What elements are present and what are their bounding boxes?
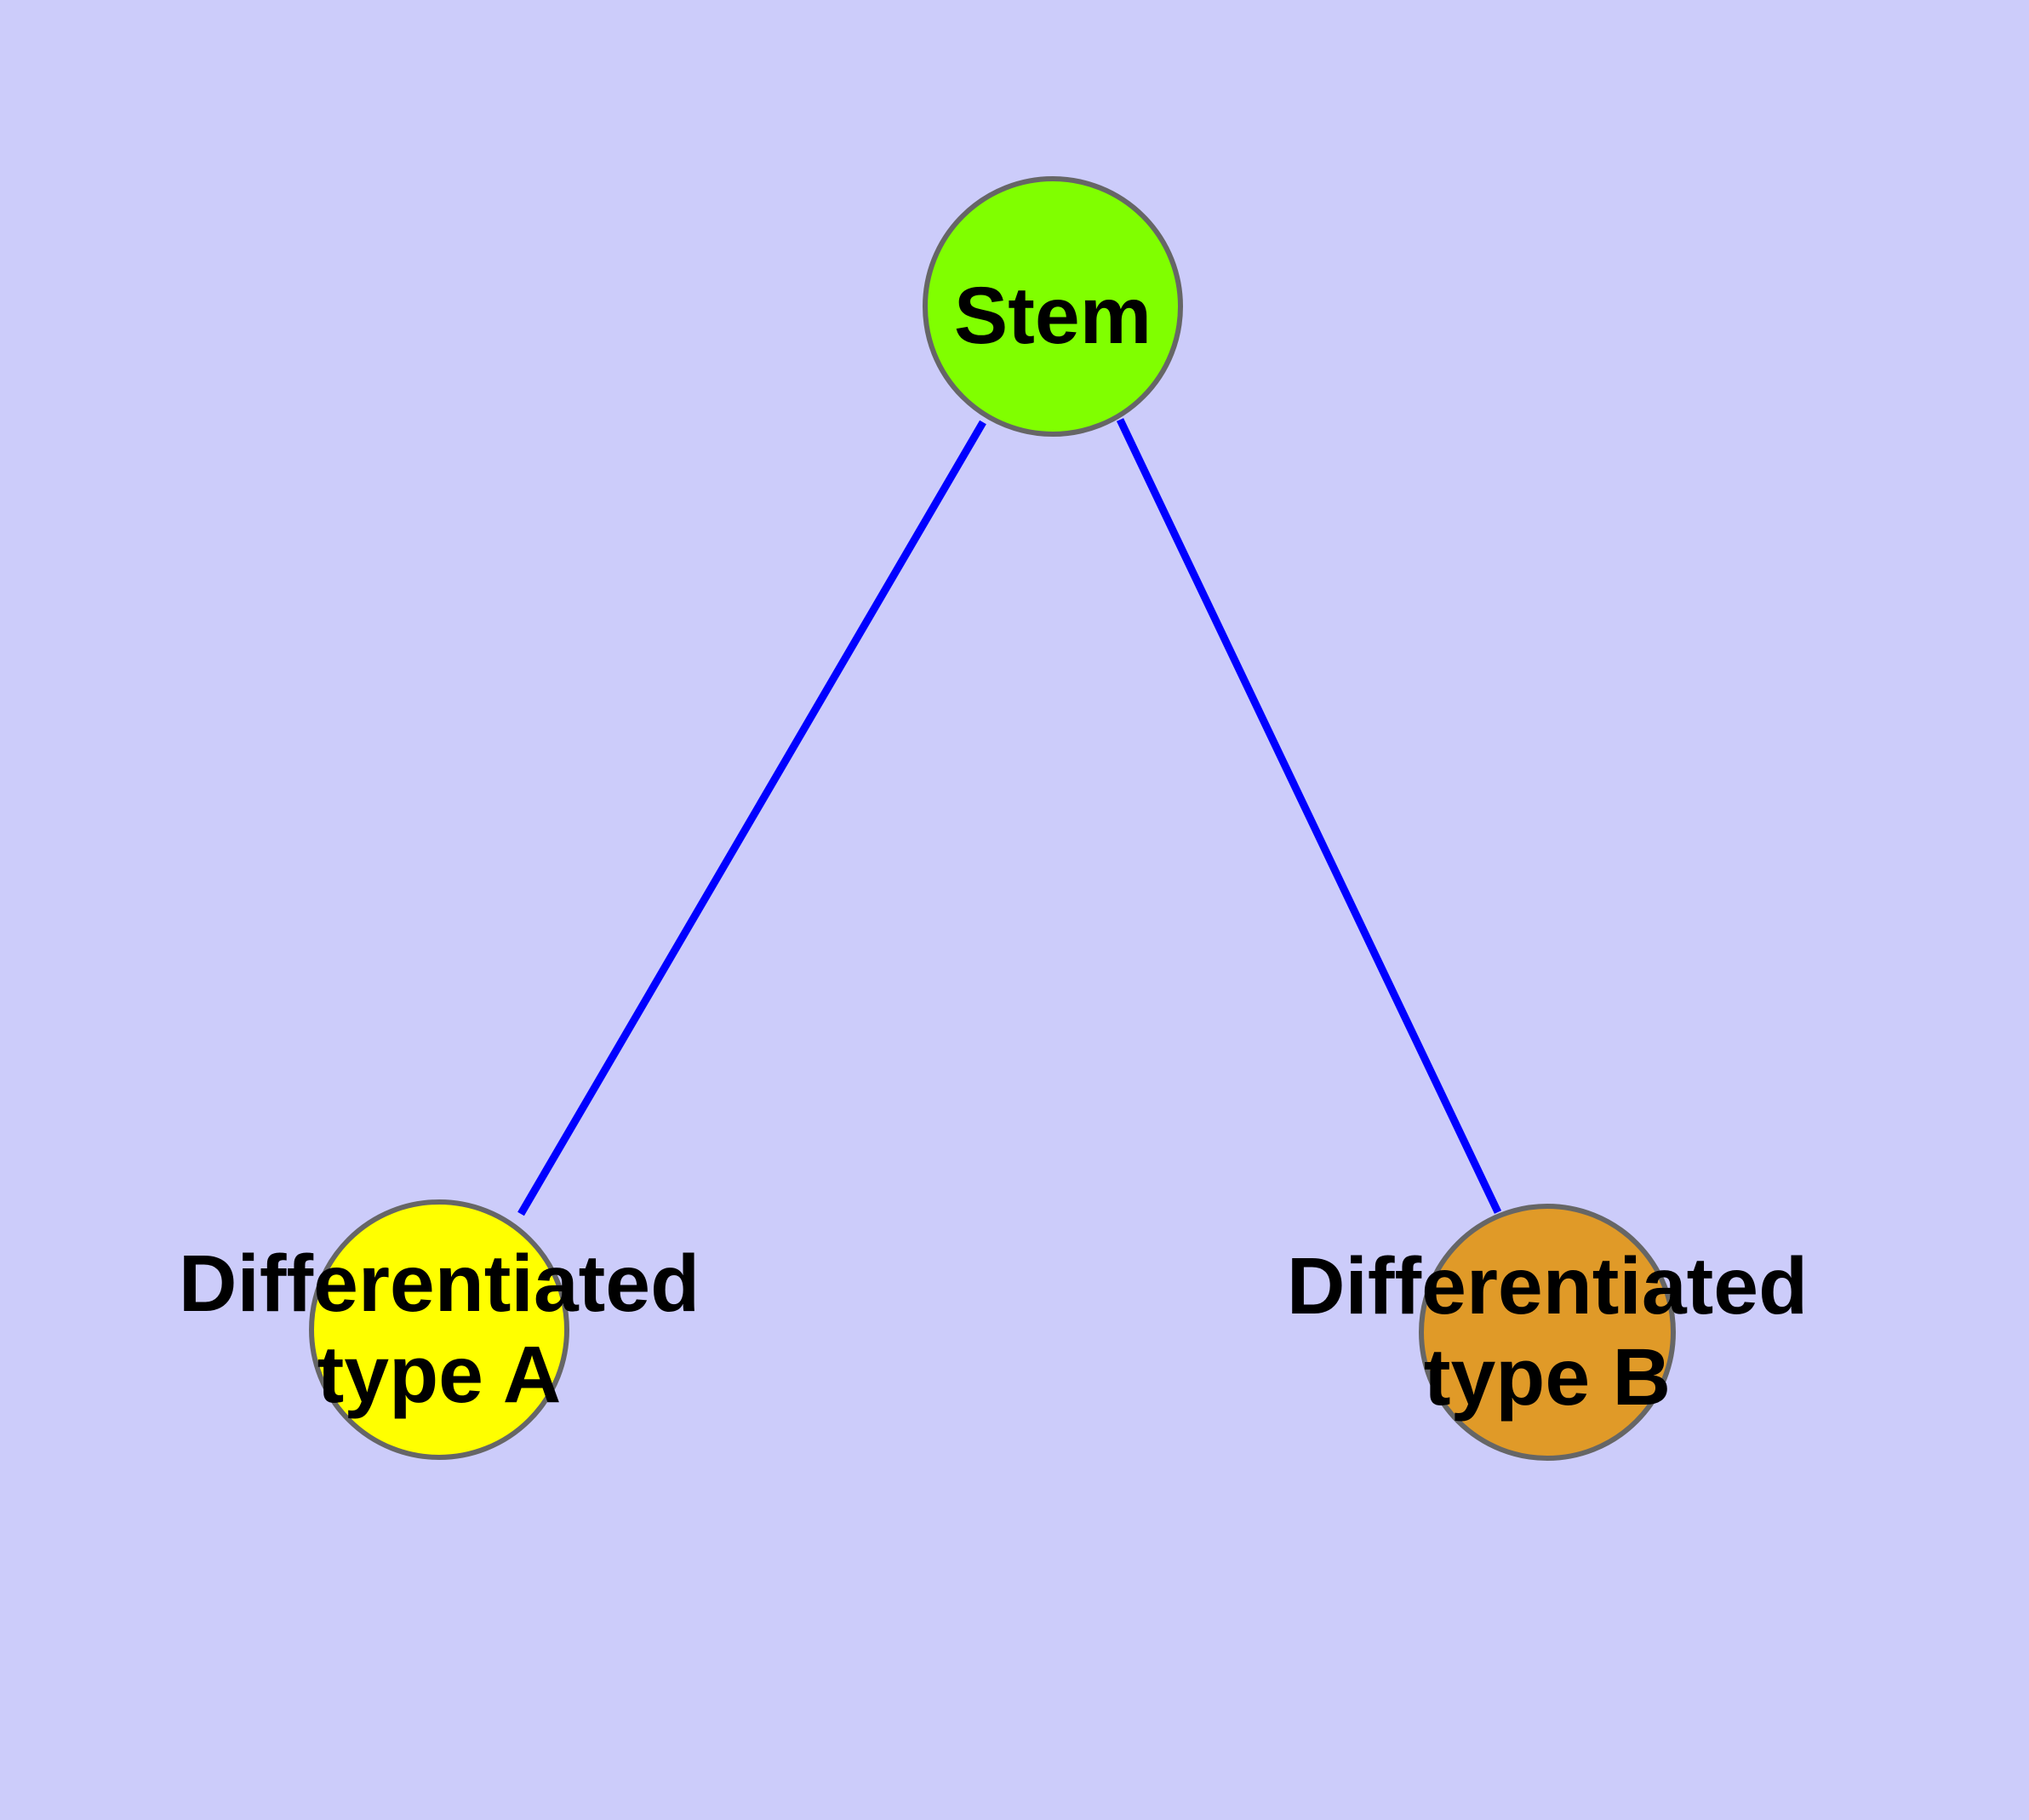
node-stem[interactable]: Stem bbox=[923, 176, 1183, 437]
node-differentiated-type-a[interactable]: Differentiated type A bbox=[179, 1199, 700, 1460]
node-stem-circle[interactable] bbox=[923, 176, 1183, 437]
edge-stem-to-differentiated-type-a bbox=[517, 420, 986, 1216]
node-stem-label: Stem bbox=[954, 271, 1152, 361]
nodes-layer: Stem Differentiated type A Differentiate… bbox=[179, 176, 1808, 1461]
node-differentiated-type-b-circle[interactable] bbox=[1419, 1204, 1676, 1461]
node-differentiated-type-a-circle[interactable] bbox=[309, 1199, 569, 1460]
edges-layer bbox=[517, 418, 1502, 1216]
node-differentiated-type-a-label-line-1: Differentiated bbox=[179, 1239, 700, 1329]
node-differentiated-type-a-label-line-2: type A bbox=[317, 1330, 562, 1420]
node-differentiated-type-b-label-line-2: type B bbox=[1424, 1332, 1671, 1422]
edge-stem-to-differentiated-type-b bbox=[1116, 418, 1502, 1214]
node-differentiated-type-b-label-line-1: Differentiated bbox=[1287, 1241, 1808, 1331]
node-differentiated-type-b[interactable]: Differentiated type B bbox=[1287, 1204, 1808, 1461]
